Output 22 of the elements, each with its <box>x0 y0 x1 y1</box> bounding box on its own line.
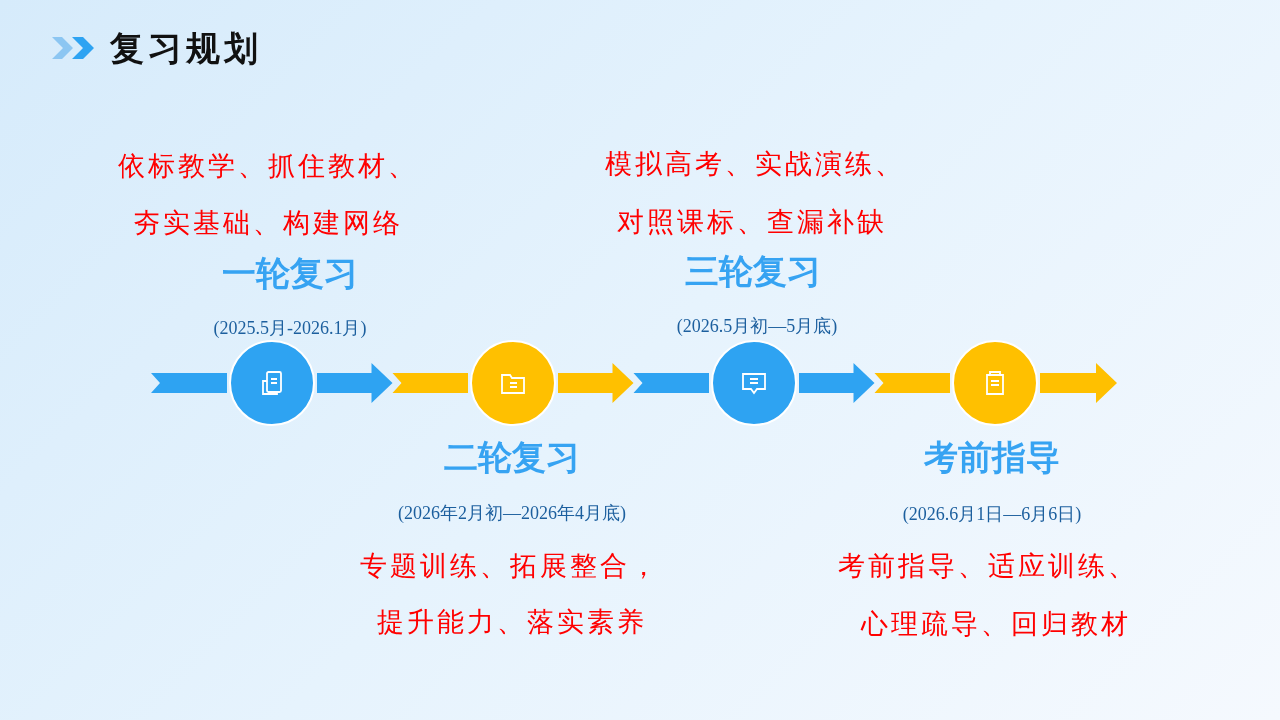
description-text: 模拟高考、实战演练、 <box>605 149 905 177</box>
stage-title: 一轮复习 <box>222 256 358 290</box>
date-range: (2026.6月1日—6月6日) <box>902 505 1082 523</box>
arrow <box>1040 363 1117 403</box>
description-text: 对照课标、查漏补缺 <box>617 207 887 235</box>
arrow <box>799 363 950 403</box>
description-text: 提升能力、落实素养 <box>377 607 647 635</box>
date-range: (2025.5月-2026.1月) <box>213 319 367 337</box>
description-text: 专题训练、拓展整合， <box>360 551 660 579</box>
stage-title: 三轮复习 <box>685 254 821 288</box>
description-text: 依标教学、抓住教材、 <box>118 151 418 179</box>
description-text: 心理疏导、回归教材 <box>861 609 1131 637</box>
arrow <box>558 363 709 403</box>
date-range: (2026.5月初—5月底) <box>676 317 838 335</box>
stage-title: 二轮复习 <box>444 440 580 474</box>
date-range: (2026年2月初—2026年4月底) <box>398 504 626 522</box>
slide-title: 复习规划 <box>110 31 262 65</box>
description-text: 考前指导、适应训练、 <box>838 551 1138 579</box>
arrow <box>317 363 468 403</box>
stage-title: 考前指导 <box>924 440 1060 474</box>
description-text: 夯实基础、构建网络 <box>133 208 403 236</box>
arrow <box>151 373 227 393</box>
